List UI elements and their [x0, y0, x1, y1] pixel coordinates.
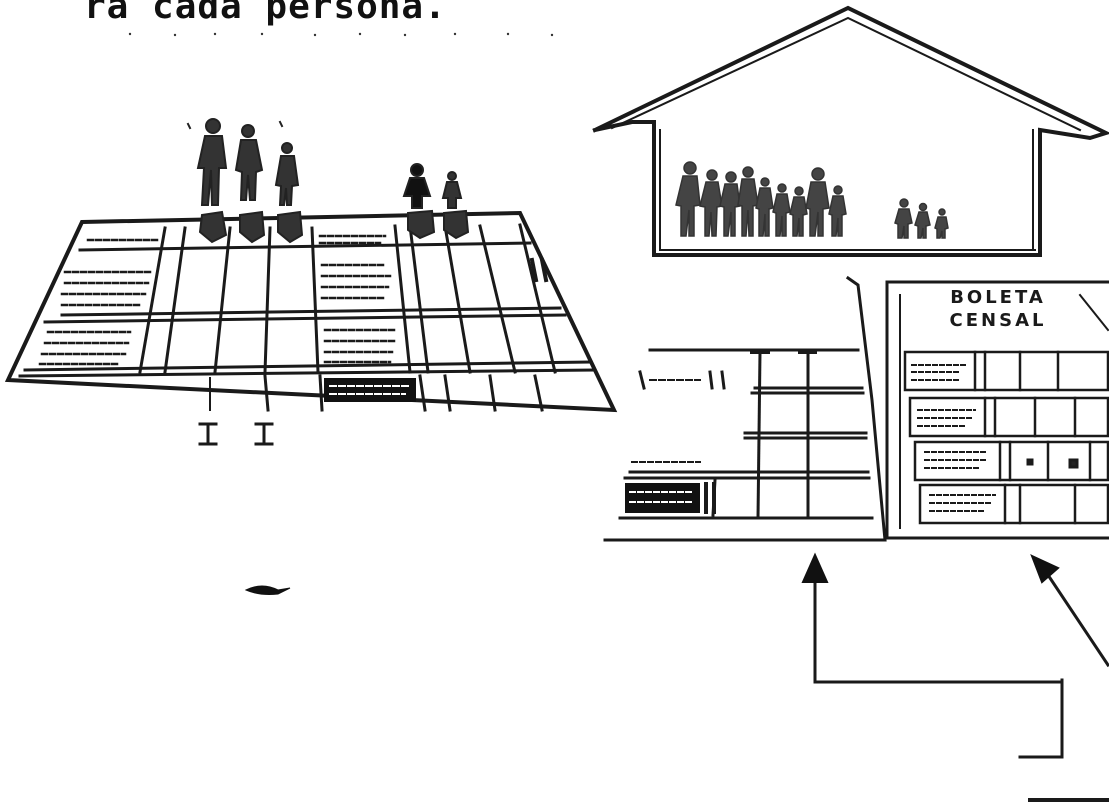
arrow-to-sheet [801, 552, 1064, 759]
house-outline[interactable] [592, 5, 1109, 257]
people-figures-left [186, 118, 470, 244]
family-figures-house [675, 161, 949, 239]
form-title-line2: CENSAL [949, 310, 1047, 331]
form-title-line1: BOLETA [950, 287, 1046, 308]
caption-text: ra cada persona. [84, 0, 447, 27]
ink-smudge [244, 585, 291, 595]
arrow-to-form [1030, 554, 1109, 668]
census-form-right[interactable] [885, 280, 1109, 540]
census-sheet-left [4, 210, 618, 446]
caption-underline-dots [128, 32, 554, 37]
form-title: BOLETA CENSAL [918, 286, 1078, 332]
census-sheet-middle [603, 275, 887, 542]
